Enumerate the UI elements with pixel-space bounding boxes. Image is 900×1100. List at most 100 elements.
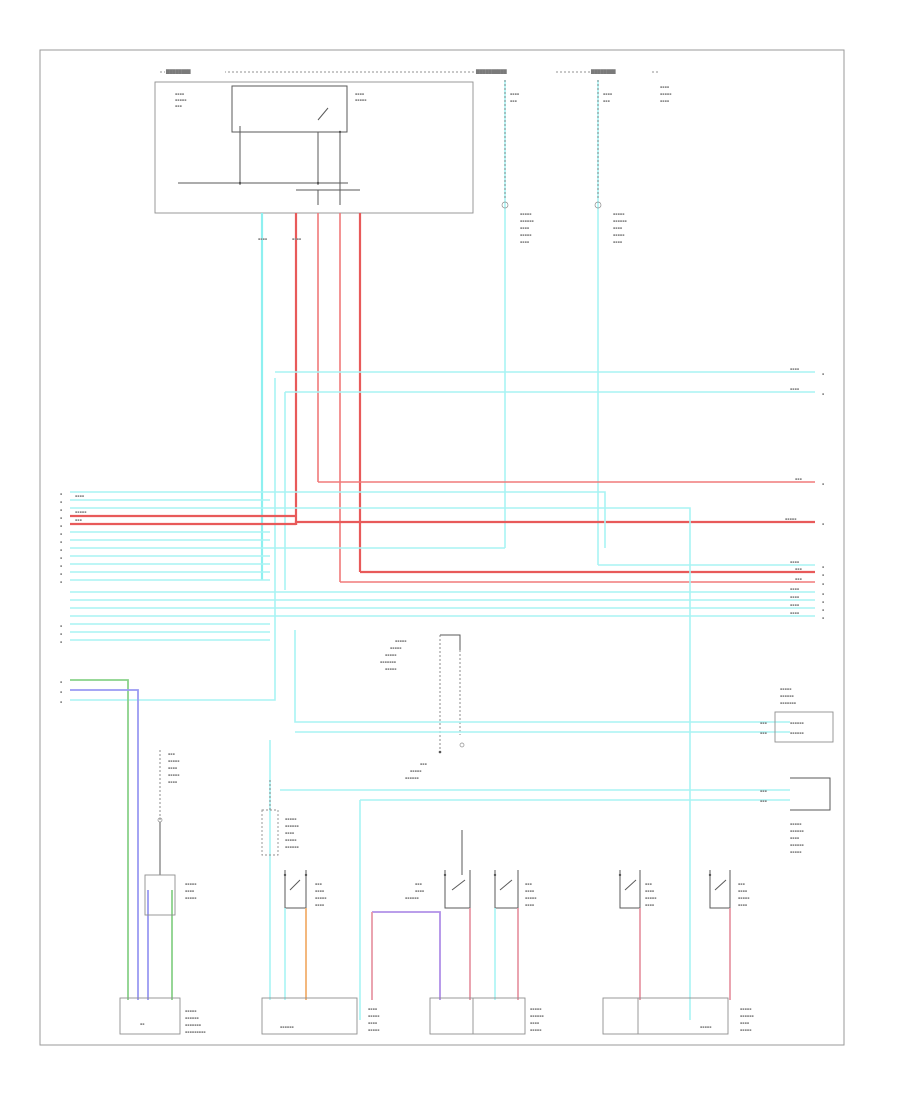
rear-left-door-lock-switch: ▪▪▪ ▪▪▪▪ ▪▪▪▪▪ ▪▪▪▪ bbox=[493, 870, 537, 1000]
svg-text:▪▪▪▪▪: ▪▪▪▪▪ bbox=[645, 896, 657, 900]
svg-text:▪▪▪▪▪: ▪▪▪▪▪ bbox=[175, 98, 187, 102]
svg-text:▪: ▪ bbox=[60, 548, 62, 552]
svg-text:▪: ▪ bbox=[822, 565, 824, 569]
svg-text:▪▪▪▪: ▪▪▪▪ bbox=[660, 99, 669, 103]
keyless-receiver-unit: ▪▪▪▪▪ ▪▪▪▪▪▪ ▪▪▪▪▪▪▪ ▪▪▪ ▪▪▪ ▪▪▪▪▪▪ ▪▪▪▪… bbox=[294, 630, 834, 743]
svg-text:▪▪▪▪: ▪▪▪▪ bbox=[790, 595, 799, 599]
svg-text:▪▪▪▪: ▪▪▪▪ bbox=[258, 237, 267, 241]
svg-text:▪: ▪ bbox=[60, 580, 62, 584]
svg-text:▪▪▪: ▪▪▪ bbox=[415, 882, 422, 886]
svg-text:▪▪▪▪: ▪▪▪▪ bbox=[790, 611, 799, 615]
svg-text:▪: ▪ bbox=[60, 572, 62, 576]
svg-text:▪▪▪▪▪: ▪▪▪▪▪ bbox=[613, 212, 625, 216]
junction-connector-2: ▪▪▪▪ ▪▪▪ ▪▪▪▪ ▪▪▪▪▪ ▪▪▪▪ ▪▪▪▪▪ ▪▪▪▪▪▪ ▪▪… bbox=[594, 80, 672, 565]
svg-text:▪▪▪▪: ▪▪▪▪ bbox=[520, 226, 529, 230]
svg-text:▪▪▪: ▪▪▪ bbox=[760, 789, 767, 793]
svg-text:▪▪▪▪▪: ▪▪▪▪▪ bbox=[700, 1025, 712, 1029]
svg-text:▪▪▪▪▪: ▪▪▪▪▪ bbox=[520, 233, 532, 237]
svg-text:▪▪▪▪▪▪▪: ▪▪▪▪▪▪▪ bbox=[380, 660, 396, 664]
svg-text:▪▪▪▪▪: ▪▪▪▪▪ bbox=[395, 639, 407, 643]
svg-text:▪: ▪ bbox=[60, 516, 62, 520]
svg-text:▪▪▪: ▪▪▪ bbox=[760, 721, 767, 725]
svg-text:▪: ▪ bbox=[822, 600, 824, 604]
svg-text:▪▪▪▪▪: ▪▪▪▪▪ bbox=[520, 212, 532, 216]
svg-text:▪▪▪: ▪▪▪ bbox=[525, 882, 532, 886]
svg-text:▪: ▪ bbox=[60, 508, 62, 512]
svg-text:▪: ▪ bbox=[60, 624, 62, 628]
svg-text:▪▪▪▪▪: ▪▪▪▪▪ bbox=[385, 667, 397, 671]
svg-text:▪▪▪▪▪: ▪▪▪▪▪ bbox=[355, 98, 367, 102]
tailgate-lock-switch: ▪▪▪ ▪▪▪▪ ▪▪▪▪▪ ▪▪▪▪ bbox=[708, 870, 750, 1000]
svg-text:▪▪▪▪: ▪▪▪▪ bbox=[660, 85, 669, 89]
svg-text:▪▪▪▪: ▪▪▪▪ bbox=[738, 903, 747, 907]
svg-text:▪▪▪▪: ▪▪▪▪ bbox=[315, 903, 324, 907]
svg-text:▪▪▪▪▪: ▪▪▪▪▪ bbox=[315, 896, 327, 900]
connector-rear bbox=[602, 997, 729, 1035]
connector-passenger bbox=[429, 997, 526, 1035]
svg-text:▪▪▪▪▪▪: ▪▪▪▪▪▪ bbox=[405, 896, 419, 900]
svg-text:▪▪▪▪▪: ▪▪▪▪▪ bbox=[368, 1028, 380, 1032]
junction-connector-1: ▪▪▪▪ ▪▪▪ ▪▪▪▪▪ ▪▪▪▪▪▪ ▪▪▪▪ ▪▪▪▪▪ ▪▪▪▪ bbox=[501, 80, 534, 548]
svg-text:▪▪▪: ▪▪▪ bbox=[510, 99, 517, 103]
svg-text:▪▪▪: ▪▪▪ bbox=[795, 567, 802, 571]
svg-text:▪▪▪▪: ▪▪▪▪ bbox=[790, 387, 799, 391]
svg-text:▪▪▪▪▪: ▪▪▪▪▪ bbox=[785, 517, 797, 521]
svg-text:▪▪▪▪▪: ▪▪▪▪▪ bbox=[368, 1014, 380, 1018]
svg-text:▪▪▪▪▪: ▪▪▪▪▪ bbox=[613, 233, 625, 237]
svg-text:▪▪▪▪▪▪: ▪▪▪▪▪▪ bbox=[780, 694, 794, 698]
svg-text:▪: ▪ bbox=[60, 564, 62, 568]
svg-text:▪: ▪ bbox=[822, 616, 824, 620]
svg-text:▪▪▪▪▪▪: ▪▪▪▪▪▪ bbox=[285, 845, 299, 849]
svg-text:▪▪▪: ▪▪▪ bbox=[420, 762, 427, 766]
svg-text:▪▪▪: ▪▪▪ bbox=[760, 799, 767, 803]
svg-text:▪▪▪▪: ▪▪▪▪ bbox=[790, 603, 799, 607]
svg-text:▪▪▪▪▪: ▪▪▪▪▪ bbox=[185, 882, 197, 886]
svg-text:▪▪▪▪▪: ▪▪▪▪▪ bbox=[790, 822, 802, 826]
svg-text:▪▪▪▪: ▪▪▪▪ bbox=[415, 889, 424, 893]
svg-text:▪▪▪▪: ▪▪▪▪ bbox=[740, 1021, 749, 1025]
svg-text:▪▪▪▪▪▪: ▪▪▪▪▪▪ bbox=[740, 1014, 754, 1018]
svg-text:▪▪▪▪: ▪▪▪▪ bbox=[530, 1021, 539, 1025]
svg-text:▪▪▪▪: ▪▪▪▪ bbox=[520, 240, 529, 244]
svg-text:▪: ▪ bbox=[60, 556, 62, 560]
svg-text:▪: ▪ bbox=[60, 640, 62, 644]
svg-text:▪▪▪▪▪▪: ▪▪▪▪▪▪ bbox=[613, 219, 627, 223]
svg-text:▪▪▪▪: ▪▪▪▪ bbox=[175, 92, 184, 96]
svg-text:▪▪▪▪: ▪▪▪▪ bbox=[355, 92, 364, 96]
svg-text:▪▪▪▪: ▪▪▪▪ bbox=[603, 92, 612, 96]
svg-text:▪▪▪: ▪▪▪ bbox=[315, 882, 322, 886]
svg-text:▪▪▪▪▪: ▪▪▪▪▪ bbox=[285, 817, 297, 821]
svg-text:▪▪▪▪: ▪▪▪▪ bbox=[368, 1021, 377, 1025]
header-labels: ████████ ██████████ ████████ bbox=[165, 68, 650, 74]
svg-text:▪▪▪▪▪▪: ▪▪▪▪▪▪ bbox=[280, 1025, 294, 1029]
svg-text:▪▪▪▪▪: ▪▪▪▪▪ bbox=[525, 896, 537, 900]
connector-driver bbox=[261, 997, 358, 1035]
svg-text:▪▪▪▪▪: ▪▪▪▪▪ bbox=[75, 510, 87, 514]
svg-text:▪: ▪ bbox=[822, 592, 824, 596]
svg-text:▪: ▪ bbox=[822, 482, 824, 486]
svg-text:▪▪▪: ▪▪▪ bbox=[795, 477, 802, 481]
svg-text:▪▪▪▪▪: ▪▪▪▪▪ bbox=[185, 896, 197, 900]
driver-door-lock-switch: ▪▪▪▪▪ ▪▪▪▪▪▪ ▪▪▪▪ ▪▪▪▪▪ ▪▪▪▪▪▪ ▪▪▪ ▪▪▪▪ … bbox=[261, 740, 327, 1000]
svg-text:▪▪▪▪: ▪▪▪▪ bbox=[645, 903, 654, 907]
diagram-frame bbox=[39, 49, 845, 1046]
svg-text:▪▪▪▪▪: ▪▪▪▪▪ bbox=[168, 759, 180, 763]
svg-text:██████████: ██████████ bbox=[475, 69, 508, 74]
bottom-connectors: ▪▪ ▪▪▪▪▪ ▪▪▪▪▪▪ ▪▪▪▪▪▪▪ ▪▪▪▪▪▪▪▪▪ ▪▪▪▪▪▪… bbox=[119, 997, 754, 1035]
svg-text:▪▪▪▪▪▪: ▪▪▪▪▪▪ bbox=[405, 776, 419, 780]
svg-text:▪▪▪▪: ▪▪▪▪ bbox=[525, 889, 534, 893]
svg-text:▪▪▪▪▪: ▪▪▪▪▪ bbox=[390, 646, 402, 650]
svg-text:▪▪▪▪: ▪▪▪▪ bbox=[790, 587, 799, 591]
svg-text:████████: ████████ bbox=[590, 69, 617, 74]
svg-text:▪▪▪▪▪: ▪▪▪▪▪ bbox=[740, 1007, 752, 1011]
svg-text:▪: ▪ bbox=[60, 532, 62, 536]
passenger-door-lock-switch: ▪▪▪ ▪▪▪▪ ▪▪▪▪▪▪ bbox=[371, 830, 471, 1000]
svg-text:▪▪▪▪▪: ▪▪▪▪▪ bbox=[385, 653, 397, 657]
left-bus-wires: ▪ ▪ ▪ ▪ ▪ ▪ ▪ ▪ ▪ ▪ ▪ ▪ ▪ ▪ ▪ ▪▪▪▪ ▪▪▪▪▪… bbox=[60, 491, 691, 1020]
svg-text:▪▪▪: ▪▪▪ bbox=[645, 882, 652, 886]
svg-text:▪▪▪▪: ▪▪▪▪ bbox=[645, 889, 654, 893]
svg-text:▪▪▪▪▪: ▪▪▪▪▪ bbox=[285, 838, 297, 842]
svg-text:▪▪▪▪▪▪: ▪▪▪▪▪▪ bbox=[530, 1014, 544, 1018]
svg-text:▪▪▪▪: ▪▪▪▪ bbox=[185, 889, 194, 893]
